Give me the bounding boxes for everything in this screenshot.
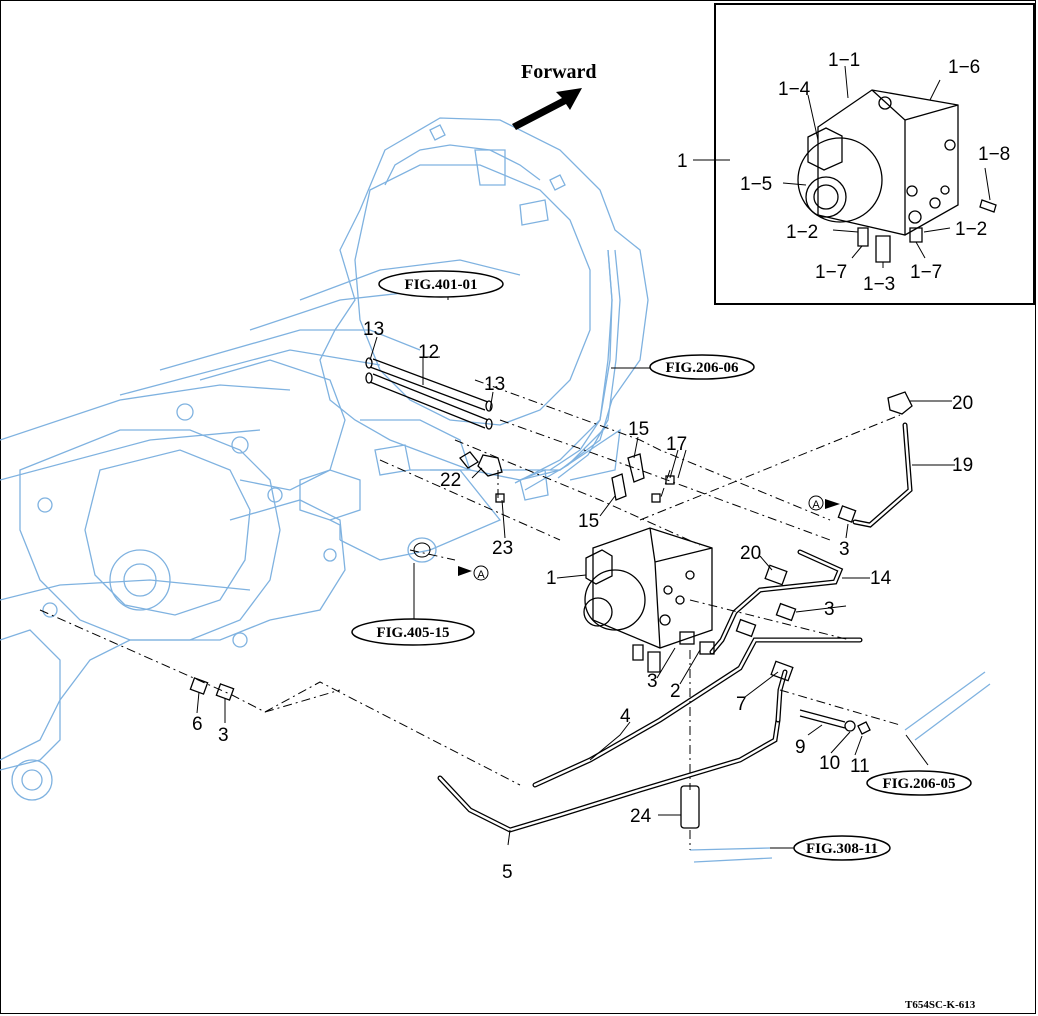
part-label-3-valve: 3 bbox=[647, 671, 658, 692]
fig-ref-405-15[interactable]: FIG.405-15 bbox=[351, 618, 475, 646]
label-leaders bbox=[196, 283, 955, 849]
inset-label-1-7-left: 1−7 bbox=[815, 262, 847, 283]
part-label-9: 9 bbox=[795, 737, 806, 758]
fig-ref-401-01[interactable]: FIG.401-01 bbox=[378, 270, 504, 298]
inset-label-1-6: 1−6 bbox=[948, 57, 980, 78]
part-label-22: 22 bbox=[440, 470, 461, 491]
part-label-23: 23 bbox=[492, 538, 513, 559]
part-label-3-upper: 3 bbox=[839, 539, 850, 560]
part-label-5: 5 bbox=[502, 862, 513, 883]
part-label-1: 1 bbox=[546, 568, 557, 589]
fig-ref-401-01-label: FIG.401-01 bbox=[405, 277, 478, 293]
part-label-12: 12 bbox=[418, 342, 439, 363]
forward-label: Forward bbox=[521, 61, 597, 83]
fig-ref-206-05[interactable]: FIG.206-05 bbox=[866, 770, 972, 796]
inset-label-1: 1 bbox=[677, 151, 688, 172]
part-label-20-upper: 20 bbox=[952, 393, 973, 414]
valve-detail-inset bbox=[693, 3, 1035, 305]
fig-ref-308-11-label: FIG.308-11 bbox=[806, 841, 878, 857]
inset-label-1-5: 1−5 bbox=[740, 174, 772, 195]
dashed-centerlines bbox=[39, 379, 901, 850]
part-label-4: 4 bbox=[620, 706, 631, 727]
inset-label-1-4: 1−4 bbox=[778, 79, 811, 100]
inset-label-1-7-right: 1−7 bbox=[910, 262, 942, 283]
part-label-7: 7 bbox=[736, 694, 747, 715]
inset-label-1-1: 1−1 bbox=[828, 50, 860, 71]
inset-label-1-8: 1−8 bbox=[978, 144, 1010, 165]
part-label-19: 19 bbox=[952, 455, 973, 476]
marker-a-lower: A bbox=[477, 569, 485, 581]
transmission-housing bbox=[0, 117, 649, 801]
marker-a-upper: A bbox=[812, 499, 820, 511]
drawing-code: T654SC-K-613 bbox=[905, 999, 976, 1011]
inset-part-labels: 1 1−1 1−4 1−6 1−5 1−8 1−2 1−2 1−7 1−7 1−… bbox=[677, 50, 1010, 295]
part-label-10: 10 bbox=[819, 753, 840, 774]
part-label-2: 2 bbox=[670, 681, 681, 702]
inset-label-1-3: 1−3 bbox=[863, 274, 895, 295]
part-labels: 1 2 3 3 3 3 4 5 6 7 9 10 11 12 13 13 14 … bbox=[192, 319, 973, 883]
part-label-24: 24 bbox=[630, 806, 652, 827]
part-label-3-right: 3 bbox=[824, 599, 835, 620]
part-label-14: 14 bbox=[870, 568, 892, 589]
part-label-13-left: 13 bbox=[363, 319, 384, 340]
part-label-17: 17 bbox=[666, 434, 687, 455]
fig-ref-206-05-label: FIG.206-05 bbox=[883, 776, 956, 792]
detail-a-markers: A A bbox=[458, 495, 840, 581]
part-label-6: 6 bbox=[192, 714, 203, 735]
fig-ref-405-15-label: FIG.405-15 bbox=[377, 625, 450, 641]
part-label-20-lower: 20 bbox=[740, 543, 761, 564]
inset-label-1-2-left: 1−2 bbox=[786, 222, 818, 243]
inset-label-1-2-right: 1−2 bbox=[955, 219, 987, 240]
fig-ref-206-06-label: FIG.206-06 bbox=[666, 360, 739, 376]
part-label-13-right: 13 bbox=[484, 374, 505, 395]
forward-arrow bbox=[512, 88, 582, 130]
fig-ref-308-11[interactable]: FIG.308-11 bbox=[793, 835, 891, 861]
part-label-15-lower: 15 bbox=[578, 511, 599, 532]
part-label-11: 11 bbox=[850, 756, 870, 777]
part-label-15-upper: 15 bbox=[628, 419, 649, 440]
fig-ref-206-06[interactable]: FIG.206-06 bbox=[649, 354, 755, 380]
pipes-and-fittings bbox=[189, 249, 991, 863]
part-label-3-left: 3 bbox=[218, 725, 229, 746]
